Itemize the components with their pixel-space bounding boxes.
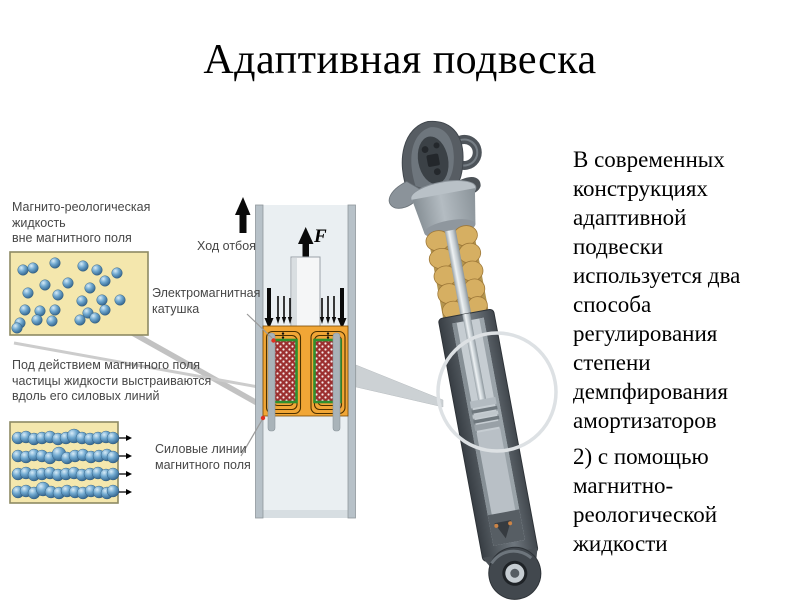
flow-arrows <box>264 288 347 329</box>
eyelet-mount <box>482 546 542 600</box>
label-field-lines: Силовые линии магнитного поля <box>155 442 251 472</box>
slide-title: Адаптивная подвеска <box>203 37 597 83</box>
force-arrow-icon <box>298 227 314 261</box>
bump-stop-bellows <box>425 225 490 325</box>
leader-lines <box>240 313 276 457</box>
magnifier-circle <box>436 331 558 453</box>
piston-body <box>262 325 349 432</box>
rebound-arrow-icon <box>235 197 251 233</box>
shock-absorber-illustration <box>388 120 542 600</box>
base-valve <box>494 520 513 539</box>
label-electromagnetic-coil: Электромагнитная катушка <box>152 286 261 316</box>
label-force-f: F <box>314 226 327 247</box>
label-fluid-outside: Магнито-реологическая жидкость вне магни… <box>12 200 151 245</box>
schematic-cylinder <box>235 197 356 519</box>
label-rebound-stroke: Ход отбоя <box>197 239 256 253</box>
fluid-aligned-box <box>9 421 132 504</box>
damper-tube <box>438 308 539 562</box>
piston-assembly <box>469 396 501 432</box>
magnifier-cone-lines <box>13 323 444 411</box>
body-text: В современных конструкциях адаптивной по… <box>573 145 791 558</box>
body-paragraph-1: В современных конструкциях адаптивной по… <box>573 147 741 433</box>
label-fluid-aligned: Под действием магнитного поля частицы жи… <box>12 358 212 403</box>
body-paragraph-2: 2) с помощью магнитно- реологической жид… <box>573 444 717 556</box>
fluid-outside-box <box>9 251 149 336</box>
